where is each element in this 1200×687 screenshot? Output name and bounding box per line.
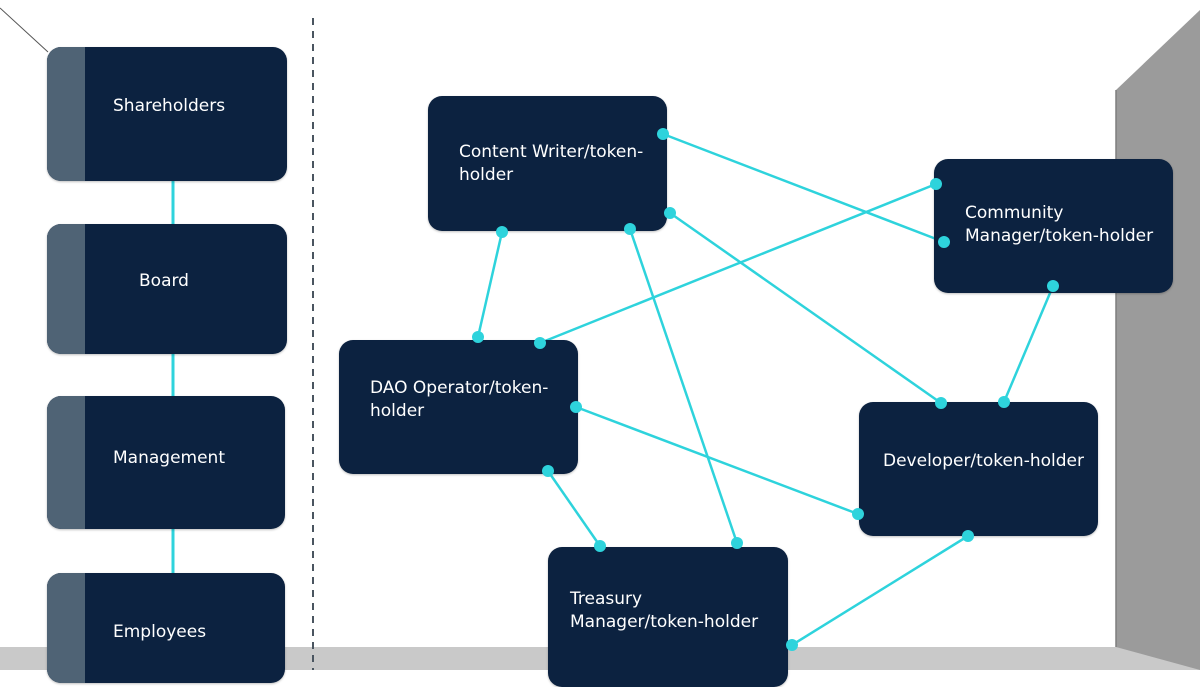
content-writer-label-line2: holder bbox=[459, 165, 514, 185]
edge-community-manager-developer bbox=[1002, 285, 1055, 403]
dao-operator-label-line2: holder bbox=[370, 401, 425, 421]
shareholders-label: Shareholders bbox=[113, 96, 226, 116]
community-manager-label-line2: Manager/token-holder bbox=[965, 226, 1154, 246]
shareholders-node[interactable]: Shareholders bbox=[47, 47, 287, 181]
node-side-face bbox=[47, 47, 85, 181]
content-writer-node[interactable]: Content Writer/token- holder bbox=[428, 96, 667, 231]
community-manager-node[interactable]: Community Manager/token-holder bbox=[934, 159, 1173, 293]
node-side-face bbox=[47, 396, 85, 529]
developer-label: Developer/token-holder bbox=[883, 451, 1084, 471]
edge-content-writer-dao-operator bbox=[476, 231, 504, 338]
edge-content-writer-developer bbox=[669, 211, 942, 405]
edge-dao-operator-treasury-manager bbox=[546, 470, 602, 547]
node-side-face bbox=[47, 573, 85, 683]
dao-operator-node[interactable]: DAO Operator/token- holder bbox=[339, 340, 578, 474]
network-edges bbox=[476, 132, 1055, 647]
edge-dao-operator-developer bbox=[575, 405, 859, 516]
edge-community-manager-dao-operator bbox=[539, 182, 937, 345]
employees-node[interactable]: Employees bbox=[47, 573, 285, 683]
employees-label: Employees bbox=[113, 622, 207, 642]
edge-content-writer-treasury-manager bbox=[628, 228, 739, 544]
treasury-manager-label-line1: Treasury bbox=[570, 589, 643, 609]
right-wall bbox=[1116, 10, 1200, 670]
dao-operator-label-line1: DAO Operator/token- bbox=[370, 378, 549, 398]
edge-developer-treasury-manager bbox=[791, 534, 969, 647]
content-writer-label-line1: Content Writer/token- bbox=[459, 142, 644, 162]
perspective-line bbox=[0, 7, 49, 53]
community-manager-label-line1: Community bbox=[965, 203, 1064, 223]
board-label: Board bbox=[139, 271, 189, 291]
treasury-manager-node[interactable]: Treasury Manager/token-holder bbox=[548, 547, 788, 687]
management-node[interactable]: Management bbox=[47, 396, 285, 529]
management-label: Management bbox=[113, 448, 225, 468]
edge-content-writer-community-manager bbox=[662, 132, 945, 244]
treasury-manager-label-line2: Manager/token-holder bbox=[570, 612, 759, 632]
developer-node[interactable]: Developer/token-holder bbox=[859, 402, 1098, 536]
node-side-face bbox=[47, 224, 85, 354]
board-node[interactable]: Board bbox=[47, 224, 287, 354]
